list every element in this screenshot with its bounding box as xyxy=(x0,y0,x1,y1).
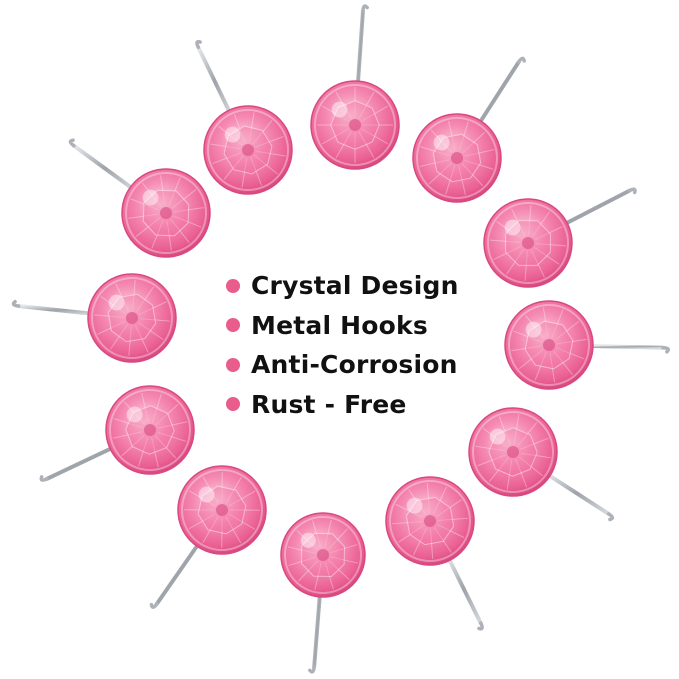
feature-label-metal-hooks: Metal Hooks xyxy=(251,310,428,340)
pink-crystal-gem xyxy=(385,476,475,566)
metal-hook xyxy=(11,299,97,317)
pink-crystal-gem xyxy=(412,113,502,203)
metal-hook xyxy=(149,539,203,609)
metal-hook xyxy=(355,4,369,90)
metal-hook xyxy=(542,470,615,522)
pink-crystal-gem xyxy=(87,273,177,363)
metal-hook xyxy=(475,56,526,129)
pink-crystal-gem xyxy=(483,198,573,288)
metal-hook xyxy=(195,39,234,118)
feature-item: Metal Hooks xyxy=(226,306,459,346)
feature-label-crystal-design: Crystal Design xyxy=(251,271,459,301)
bullet-dot-icon xyxy=(226,357,240,372)
pink-crystal-gem xyxy=(310,80,400,170)
metal-hook xyxy=(68,138,138,193)
metal-hook xyxy=(39,444,118,482)
pink-crystal-gem xyxy=(504,300,594,390)
feature-item: Anti-Corrosion xyxy=(226,345,459,385)
metal-hook xyxy=(308,588,323,674)
metal-hook xyxy=(559,187,637,228)
bullet-dot-icon xyxy=(226,318,240,333)
pink-crystal-gem xyxy=(105,385,195,475)
pink-crystal-gem xyxy=(203,105,293,195)
metal-hook xyxy=(444,553,484,631)
feature-item: Rust - Free xyxy=(226,385,459,425)
pink-crystal-gem xyxy=(468,407,558,497)
pink-crystal-gem xyxy=(280,512,366,598)
feature-label-rust-free: Rust - Free xyxy=(251,389,407,419)
feature-label-anti-corrosion: Anti-Corrosion xyxy=(251,350,458,380)
metal-hook xyxy=(584,343,670,354)
bullet-dot-icon xyxy=(226,397,240,412)
feature-item: Crystal Design xyxy=(226,266,459,306)
bullet-dot-icon xyxy=(226,278,240,293)
pink-crystal-gem xyxy=(177,465,267,555)
feature-list: Crystal Design Metal Hooks Anti-Corrosio… xyxy=(226,266,459,424)
pink-crystal-gem xyxy=(121,168,211,258)
